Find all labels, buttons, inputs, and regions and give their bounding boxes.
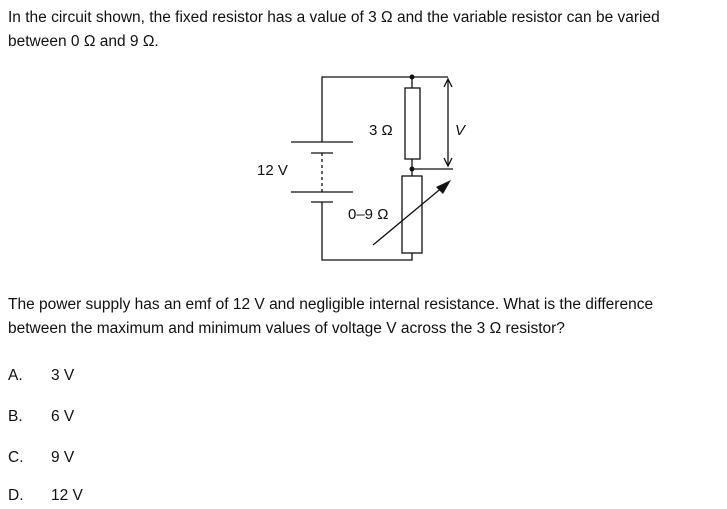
fixed-resistor bbox=[404, 87, 421, 160]
question-line-2: between the maximum and minimum values o… bbox=[8, 320, 565, 337]
option-letter: A. bbox=[8, 367, 23, 384]
option-value: 3 V bbox=[51, 367, 75, 384]
option-letter: B. bbox=[8, 408, 23, 425]
option-letter: D. bbox=[8, 487, 24, 504]
variable-arrow-head bbox=[436, 180, 451, 194]
intro-line-1: In the circuit shown, the fixed resistor… bbox=[8, 9, 660, 26]
variable-resistor bbox=[401, 175, 423, 254]
option-value: 12 V bbox=[51, 487, 83, 504]
question-line-1: The power supply has an emf of 12 V and … bbox=[8, 296, 654, 313]
battery-label: 12 V bbox=[257, 162, 288, 179]
option-letter: C. bbox=[8, 449, 24, 466]
intro-line-2: between 0 Ω and 9 Ω. bbox=[8, 33, 159, 50]
voltage-label: V bbox=[455, 122, 467, 139]
fixed-resistor-label: 3 Ω bbox=[369, 122, 393, 139]
option-value: 9 V bbox=[51, 449, 75, 466]
variable-resistor-label: 0–9 Ω bbox=[348, 206, 388, 223]
option-value: 6 V bbox=[51, 408, 75, 425]
